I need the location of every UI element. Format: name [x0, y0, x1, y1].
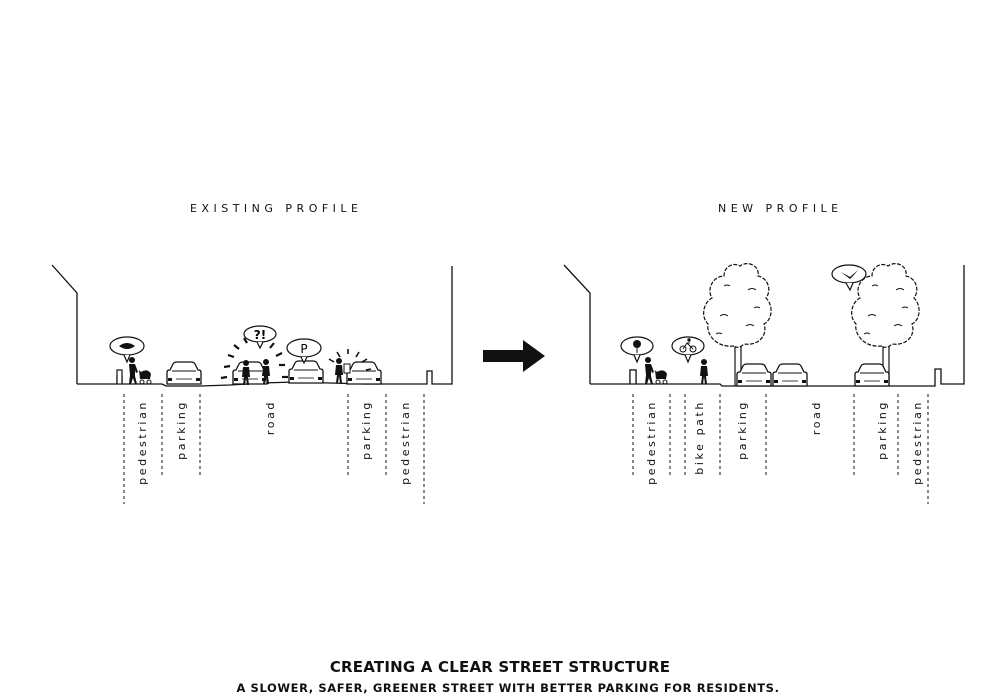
- zone-label-parking-left: parking: [175, 400, 188, 460]
- new-zone-label-parking-left: parking: [736, 400, 749, 460]
- new-zone-label-bike-path: bike path: [693, 400, 706, 475]
- question-bubble: ?!: [243, 325, 277, 350]
- bicycle-bubble: [671, 336, 705, 364]
- zone-label-pedestrian-left: pedestrian: [136, 400, 149, 485]
- existing-profile-title: EXISTING PROFILE: [190, 202, 363, 215]
- right-arrow-icon: [483, 340, 545, 372]
- lips-icon: [119, 343, 135, 349]
- new-zone-label-road: road: [810, 400, 823, 435]
- footer-subtitle: A SLOWER, SAFER, GREENER STREET WITH BET…: [236, 681, 780, 695]
- zone-label-road: road: [264, 400, 277, 435]
- bicycle-icon: [679, 338, 697, 353]
- attention-burst-icon: [328, 349, 372, 371]
- balloon-bubble: [620, 336, 654, 364]
- parking-bubble: P: [286, 338, 322, 365]
- bird-icon: [841, 270, 858, 279]
- new-zone-label-pedestrian-left: pedestrian: [645, 400, 658, 485]
- new-zone-label-pedestrian-right: pedestrian: [911, 400, 924, 485]
- new-profile-title: NEW PROFILE: [718, 202, 843, 215]
- noise-burst-icon: [220, 336, 288, 380]
- bird-bubble: [831, 264, 867, 292]
- zone-label-pedestrian-right: pedestrian: [399, 400, 412, 485]
- parking-p-icon: P: [300, 342, 307, 356]
- lips-bubble: [109, 336, 145, 364]
- question-exclamation-icon: ?!: [254, 328, 266, 342]
- balloon-icon: [633, 340, 641, 348]
- footer-title: CREATING A CLEAR STREET STRUCTURE: [329, 658, 671, 676]
- zone-label-parking-right: parking: [360, 400, 373, 460]
- existing-section: ?! P pedestrian parking road parking ped…: [51, 264, 453, 504]
- new-section: pedestrian bike path parking road parkin…: [563, 263, 965, 504]
- new-zone-label-parking-right: parking: [876, 400, 889, 460]
